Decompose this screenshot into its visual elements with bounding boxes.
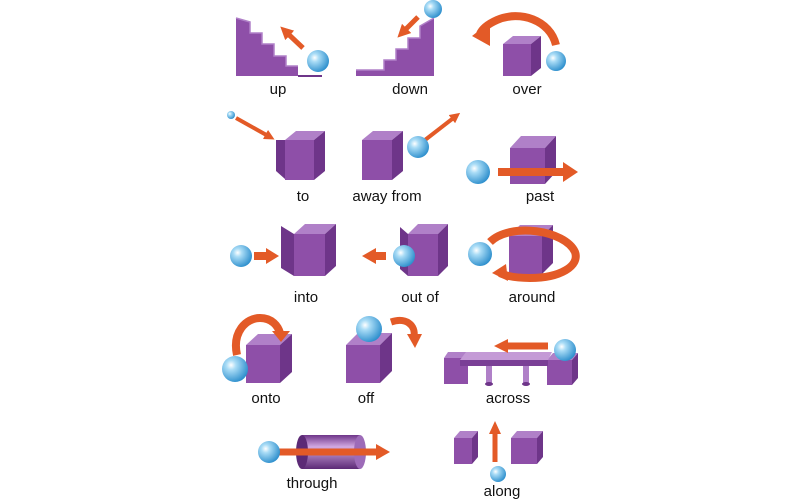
into-illustration [230, 224, 336, 276]
label-out-of: out of [401, 289, 439, 306]
label-away-from: away from [352, 188, 422, 205]
label-into: into [293, 289, 319, 306]
along-illustration [454, 421, 543, 482]
label-through: through [286, 475, 338, 492]
label-down: down [392, 81, 428, 98]
onto-illustration [222, 313, 292, 383]
label-around: around [508, 289, 556, 306]
label-onto: onto [251, 390, 281, 407]
through-illustration [258, 435, 390, 469]
label-past: past [525, 188, 555, 205]
across-illustration [444, 339, 578, 386]
up-illustration [235, 17, 329, 77]
away-from-illustration [362, 112, 461, 180]
label-across: across [485, 390, 531, 407]
to-illustration [227, 111, 325, 180]
around-illustration [468, 225, 580, 283]
label-off: off [357, 390, 375, 407]
label-along: along [483, 483, 521, 500]
label-to: to [296, 188, 310, 205]
off-illustration [346, 316, 422, 383]
out-of-illustration [362, 224, 448, 276]
down-illustration [356, 0, 442, 76]
label-over: over [512, 81, 542, 98]
past-illustration [466, 136, 578, 184]
label-up: up [269, 81, 287, 98]
over-illustration [472, 12, 566, 76]
